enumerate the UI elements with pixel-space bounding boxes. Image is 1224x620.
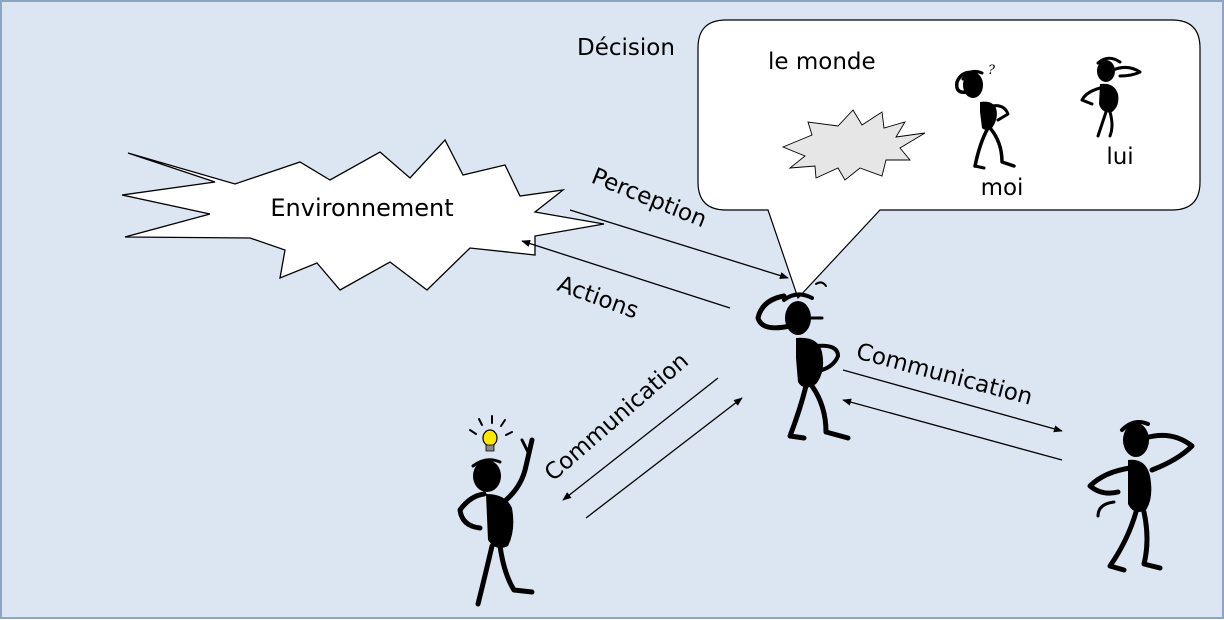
actions-arrow	[521, 240, 731, 309]
svg-text:?: ?	[988, 63, 996, 78]
communication-left-arrow-out	[562, 377, 719, 501]
lightbulb-icon	[469, 415, 513, 452]
thinking-stick-figure-icon	[755, 281, 851, 441]
communication-right-arrow-in	[842, 398, 1063, 461]
bubble-world-label: le monde	[768, 49, 876, 75]
stick-figure-icon	[1080, 56, 1142, 138]
small-starburst-icon	[781, 109, 926, 181]
stick-figure-scratching-head-icon	[1087, 420, 1195, 573]
thought-bubble: le monde ? moi lui	[697, 19, 1201, 300]
bubble-him-label: lui	[1106, 144, 1133, 170]
communication-right-arrow-out	[842, 369, 1063, 433]
bubble-shape	[697, 19, 1201, 300]
stick-figure-with-lightbulb-icon	[457, 415, 535, 607]
communication-left-arrow-in	[585, 397, 743, 519]
bubble-me-label: moi	[981, 175, 1024, 201]
perception-arrow	[569, 209, 789, 280]
decision-label: Décision	[577, 35, 675, 61]
confused-stick-figure-icon: ?	[954, 63, 1016, 170]
environment-label: Environnement	[270, 194, 453, 222]
